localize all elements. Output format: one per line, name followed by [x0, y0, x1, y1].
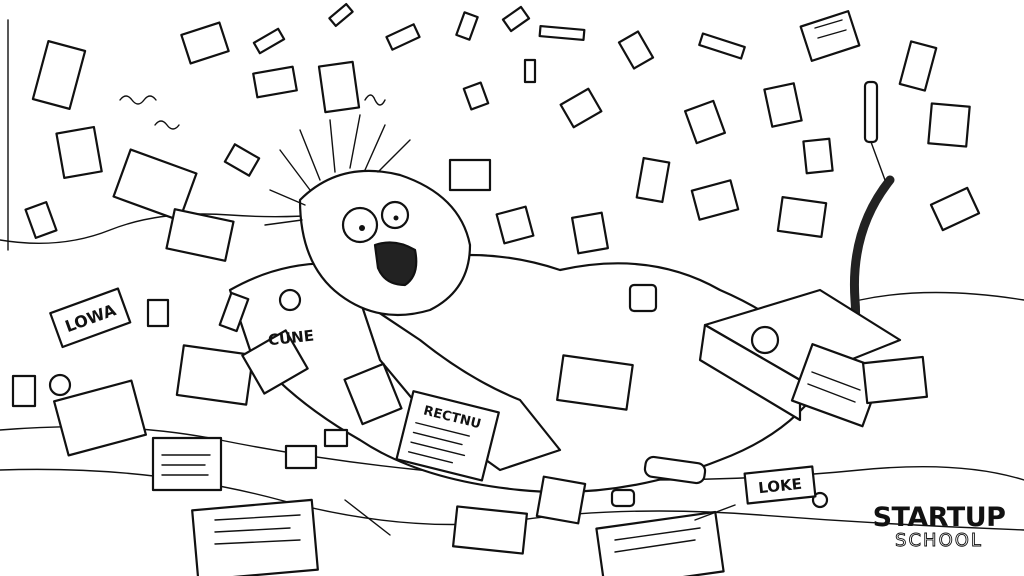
document-lines	[161, 19, 861, 553]
newspaper: RECTNU	[395, 390, 500, 482]
logo-wordmark-top: STARTUP	[872, 502, 1006, 533]
flying-documents	[24, 10, 981, 576]
founder-screaming-mouth	[373, 241, 418, 287]
startup-school-logo: STARTUP SCHOOL	[872, 504, 1006, 552]
panicked-founder	[264, 114, 562, 472]
founder-hair	[264, 114, 411, 226]
paper-wave-right	[859, 291, 1024, 301]
founder-right-eye	[380, 200, 410, 230]
sticky-note-right: LOKE	[743, 465, 817, 505]
founder-left-eye	[341, 206, 379, 244]
flying-scraps	[11, 2, 829, 536]
logo-wordmark-bottom: SCHOOL	[895, 530, 983, 551]
sticky-note-right-text: LOKE	[757, 475, 802, 497]
sticky-note-left: LOWA	[49, 287, 132, 349]
founder-body	[358, 298, 562, 472]
scribble-text: CUNE	[267, 327, 315, 350]
vacuum-handle	[863, 80, 879, 144]
